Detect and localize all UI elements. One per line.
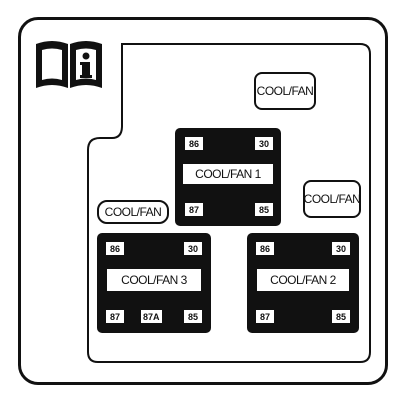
relay-1-pin-86: 86 — [185, 137, 203, 150]
relay-1-pin-30: 30 — [255, 137, 273, 150]
relay-3-pin-85: 85 — [184, 310, 202, 323]
fuse-middle-right: COOL/FAN — [303, 180, 361, 218]
relay-2-pin-86: 86 — [256, 242, 274, 255]
relay-cool-fan-3: 86 30 COOL/FAN 3 87 87A 85 — [97, 233, 211, 333]
relay-3-label: COOL/FAN 3 — [107, 269, 201, 291]
relay-1-pin-87: 87 — [185, 203, 203, 216]
relay-2-pin-87: 87 — [256, 310, 274, 323]
relay-1-label: COOL/FAN 1 — [183, 164, 273, 184]
relay-cool-fan-2: 86 30 COOL/FAN 2 87 85 — [247, 233, 359, 333]
relay-cool-fan-1: 86 30 COOL/FAN 1 87 85 — [175, 128, 281, 226]
relay-3-pin-30: 30 — [184, 242, 202, 255]
owner-manual-info-icon — [36, 41, 102, 88]
relay-2-label: COOL/FAN 2 — [257, 269, 349, 291]
relay-3-pin-87: 87 — [106, 310, 124, 323]
relay-2-pin-30: 30 — [332, 242, 350, 255]
relay-1-pin-85: 85 — [255, 203, 273, 216]
relay-3-pin-86: 86 — [106, 242, 124, 255]
relay-2-pin-85: 85 — [332, 310, 350, 323]
fuse-left: COOL/FAN — [97, 200, 169, 224]
fuse-top-right: COOL/FAN — [254, 72, 316, 110]
relay-3-pin-87a: 87A — [141, 310, 162, 323]
